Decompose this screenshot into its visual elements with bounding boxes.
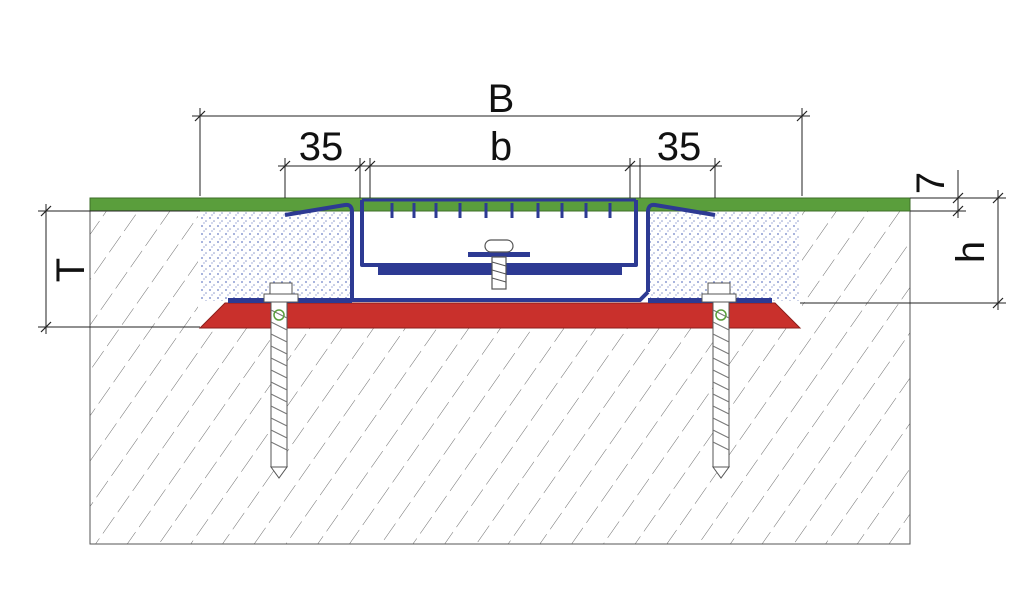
dimension-T: T (38, 204, 200, 334)
center-bolt-icon (468, 239, 530, 290)
dimension-label-B: B (488, 77, 515, 121)
dimension-right-35: 35 (639, 125, 722, 198)
dimension-label-T: T (49, 258, 93, 282)
right-anchor-screw-icon (701, 282, 737, 479)
dimension-label-7: 7 (909, 172, 953, 194)
dimension-left-35: 35 (278, 125, 360, 198)
bedding-mortar (198, 302, 802, 329)
dimension-B: B (192, 77, 810, 196)
dimension-label-right-35: 35 (657, 125, 702, 169)
dimension-7: 7 (909, 170, 966, 218)
dimension-label-left-35: 35 (299, 125, 344, 169)
left-anchor-screw-icon (263, 282, 299, 479)
dimension-b: b (352, 125, 640, 198)
floor-finish-layer (89, 197, 911, 212)
dimension-label-h: h (949, 241, 993, 263)
dimension-label-b: b (490, 125, 512, 169)
